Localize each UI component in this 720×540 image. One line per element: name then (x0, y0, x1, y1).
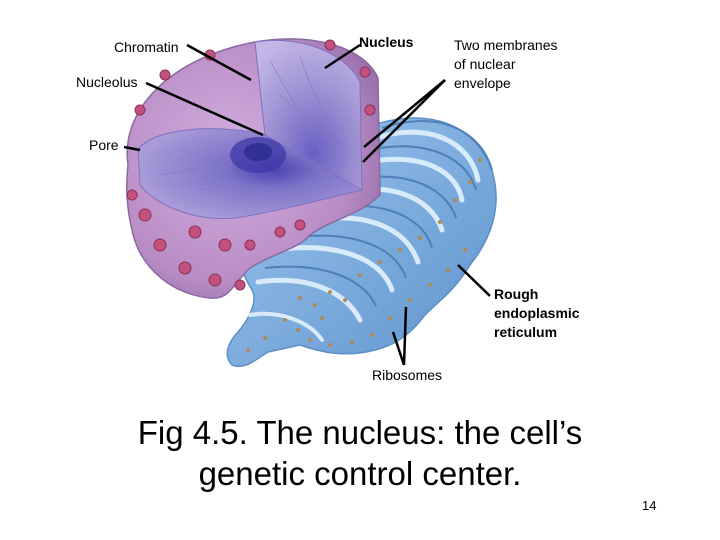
label-nucleus: Nucleus (359, 34, 414, 50)
ribosome-dots (246, 158, 482, 352)
label-nucleolus: Nucleolus (76, 74, 138, 90)
page-number: 14 (642, 498, 657, 513)
label-pore: Pore (89, 137, 119, 153)
label-line: Two membranes (454, 37, 558, 53)
figure-caption: Fig 4.5. The nucleus: the cell’s genetic… (60, 412, 660, 494)
label-rough-er: Rough endoplasmic reticulum (494, 285, 580, 342)
label-line: reticulum (494, 324, 558, 340)
label-line: Rough (494, 286, 539, 302)
label-line: of nuclear (454, 56, 516, 72)
caption-line: Fig 4.5. The nucleus: the cell’s (137, 414, 583, 451)
leader-lines (123, 43, 491, 366)
caption-line: genetic control center. (198, 455, 522, 492)
label-chromatin: Chromatin (114, 39, 179, 55)
label-ribosomes: Ribosomes (372, 367, 443, 383)
label-line: endoplasmic (494, 305, 580, 321)
label-nuclear-envelope: Two membranes of nuclear envelope (454, 36, 557, 93)
label-line: envelope (454, 75, 511, 91)
